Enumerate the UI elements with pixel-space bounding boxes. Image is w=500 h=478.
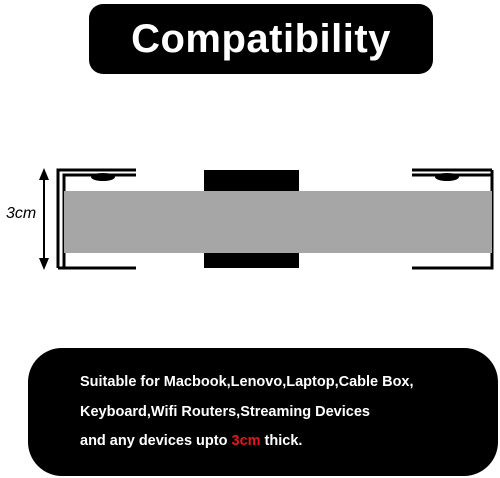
device-body xyxy=(64,191,492,253)
mount-diagram xyxy=(39,168,494,270)
title-banner: Compatibility xyxy=(89,4,433,74)
info-line-3-start: and any devices upto xyxy=(80,433,232,449)
double-arrow-icon xyxy=(39,168,49,270)
page-title: Compatibility xyxy=(131,16,391,61)
info-line-3: and any devices upto 3cm thick. xyxy=(80,433,302,449)
thickness-highlight: 3cm xyxy=(231,433,261,449)
info-panel: Suitable for Macbook,Lenovo,Laptop,Cable… xyxy=(28,348,498,476)
info-line-1: Suitable for Macbook,Lenovo,Laptop,Cable… xyxy=(80,374,414,390)
info-line-2: Keyboard,Wifi Routers,Streaming Devices xyxy=(80,404,370,420)
info-line-3-end: thick. xyxy=(260,433,303,449)
dimension-label: 3cm xyxy=(6,205,37,222)
